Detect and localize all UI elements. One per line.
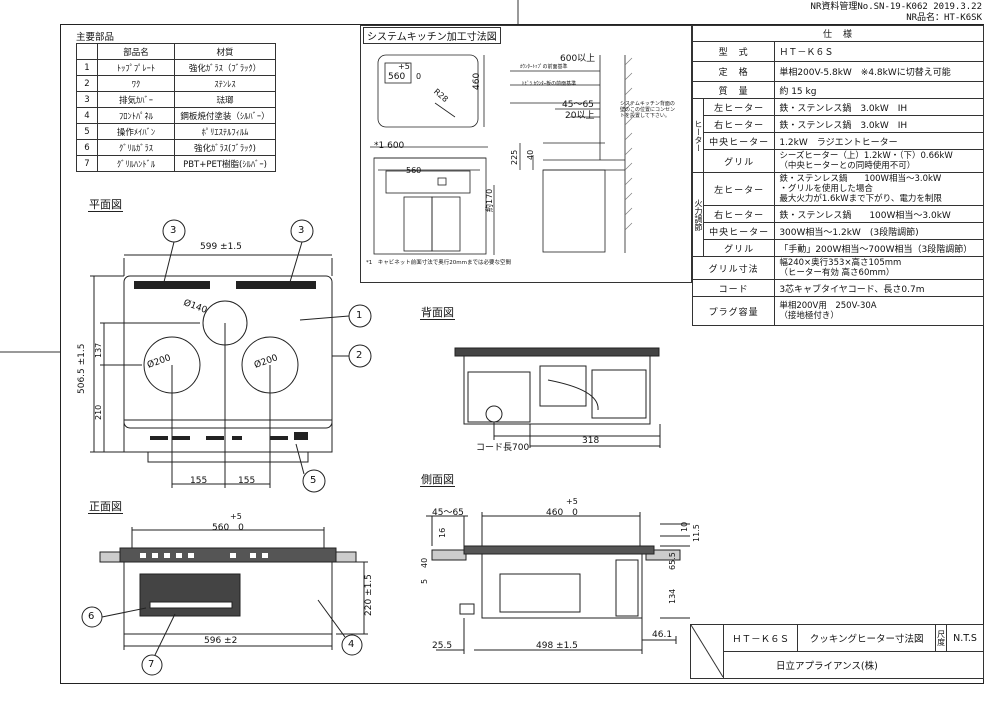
callout-7: 7 bbox=[148, 659, 155, 670]
tb-company: 日立アプライアンス(株) bbox=[723, 651, 984, 679]
plan-d155b: 155 bbox=[238, 476, 256, 486]
side-d5: 5 bbox=[420, 578, 429, 584]
tb-name: クッキングヒーター寸法図 bbox=[797, 624, 937, 652]
system-d600: 600以上 bbox=[560, 54, 596, 64]
tb-scale-label: 尺度 bbox=[935, 624, 948, 652]
side-d134: 134 bbox=[668, 588, 677, 604]
system-tol-top: +5 bbox=[398, 62, 410, 71]
front-view-title: 正面図 bbox=[88, 500, 123, 514]
product-number: NR品名：HT-K6SK bbox=[906, 13, 982, 23]
table-row: グリル「手動」200W相当～700W相当（3段階調節） bbox=[693, 239, 984, 257]
system-d560b: 560 bbox=[406, 166, 422, 175]
plan-w599: 599 ±1.5 bbox=[200, 242, 242, 252]
callout-6: 6 bbox=[88, 611, 95, 622]
front-w596: 596 ±2 bbox=[204, 636, 238, 646]
side-d460: 460 0 bbox=[546, 508, 578, 518]
back-view-title: 背面図 bbox=[420, 306, 455, 320]
system-kitchen-box bbox=[360, 25, 692, 283]
system-tol-zero: 0 bbox=[416, 72, 422, 81]
system-kitchen-drawing bbox=[370, 54, 633, 255]
callout-3a: 3 bbox=[170, 225, 177, 236]
callout-5: 5 bbox=[310, 475, 317, 486]
parts-title: 主要部品 bbox=[76, 32, 115, 43]
callout-2: 2 bbox=[356, 350, 363, 361]
system-d45-65: 45～65 bbox=[562, 100, 594, 110]
front-w560: 560 0 bbox=[212, 523, 244, 533]
drawing-frame bbox=[60, 24, 984, 684]
tb-model: ＨＴ－Ｋ６Ｓ bbox=[722, 624, 799, 652]
system-width-560: 560 bbox=[388, 72, 406, 82]
callout-1: 1 bbox=[356, 310, 363, 321]
callout-4: 4 bbox=[348, 639, 355, 650]
front-tol: +5 bbox=[230, 512, 242, 521]
system-d20: 20以上 bbox=[565, 111, 595, 121]
side-view-title: 側面図 bbox=[420, 473, 455, 487]
side-d16: 16 bbox=[438, 527, 447, 538]
table-row: 火力調節左ヒーター鉄・ステンレス鍋 100W相当～3.0kW・グリルを使用した場… bbox=[692, 172, 984, 257]
table-row: プラグ容量単相200V用 250V-30A（接地極付き） bbox=[691, 296, 984, 326]
side-d40: 40 bbox=[420, 557, 429, 568]
system-kitchen-title: システムキッチン加工寸法図 bbox=[363, 27, 501, 44]
table-row: 定 格単相200V-5.8kW ※4.8kWに切替え可能 bbox=[691, 61, 984, 82]
side-d25-5: 25.5 bbox=[432, 641, 453, 651]
system-footnote: *1 キャビネット前面寸法で奥行20mmまでは必要な空間 bbox=[366, 260, 511, 266]
plan-d155a: 155 bbox=[190, 476, 208, 486]
system-wall-note: システムキッチン背面の壁のこの位置にコンセントを設置して下さい。 bbox=[620, 101, 676, 119]
table-row: 右ヒーター鉄・ステンレス鍋 3.0kW IH bbox=[693, 115, 984, 133]
system-d1600: *1 600 bbox=[374, 141, 405, 151]
tb-scale: N.T.S bbox=[946, 624, 984, 652]
side-d65-5: 65.5 bbox=[668, 552, 677, 570]
side-d11-5: 11.5 bbox=[692, 524, 701, 542]
side-d46-1: 46.1 bbox=[652, 630, 673, 640]
callout-3b: 3 bbox=[298, 225, 305, 236]
system-counter-ref: ｶｳﾝﾀｰﾄｯﾌﾟの前面基準 bbox=[520, 64, 568, 70]
table-row: 質 量約 15 kg bbox=[691, 81, 984, 99]
system-door-ref: ﾄﾋﾞﾗ ｶｳﾝﾀｰ板の前面基準 bbox=[522, 81, 577, 87]
side-d10: 10 bbox=[680, 521, 689, 532]
back-d318: 318 bbox=[582, 436, 600, 446]
side-tol: +5 bbox=[566, 497, 578, 506]
doc-number: NR資料管理No.SN-19-K062 2019.3.22 bbox=[810, 2, 982, 12]
title-block: ＨＴ－Ｋ６Ｓ クッキングヒーター寸法図 尺度 N.T.S 日立アプライアンス(株… bbox=[690, 624, 984, 679]
plan-view-title: 平面図 bbox=[88, 198, 123, 212]
side-d45-65: 45～65 bbox=[432, 508, 464, 518]
side-d498: 498 ±1.5 bbox=[536, 641, 578, 651]
table-row: 右ヒーター鉄・ステンレス鍋 100W相当～3.0kW bbox=[693, 205, 984, 223]
back-cord: コード長700 bbox=[476, 443, 530, 453]
